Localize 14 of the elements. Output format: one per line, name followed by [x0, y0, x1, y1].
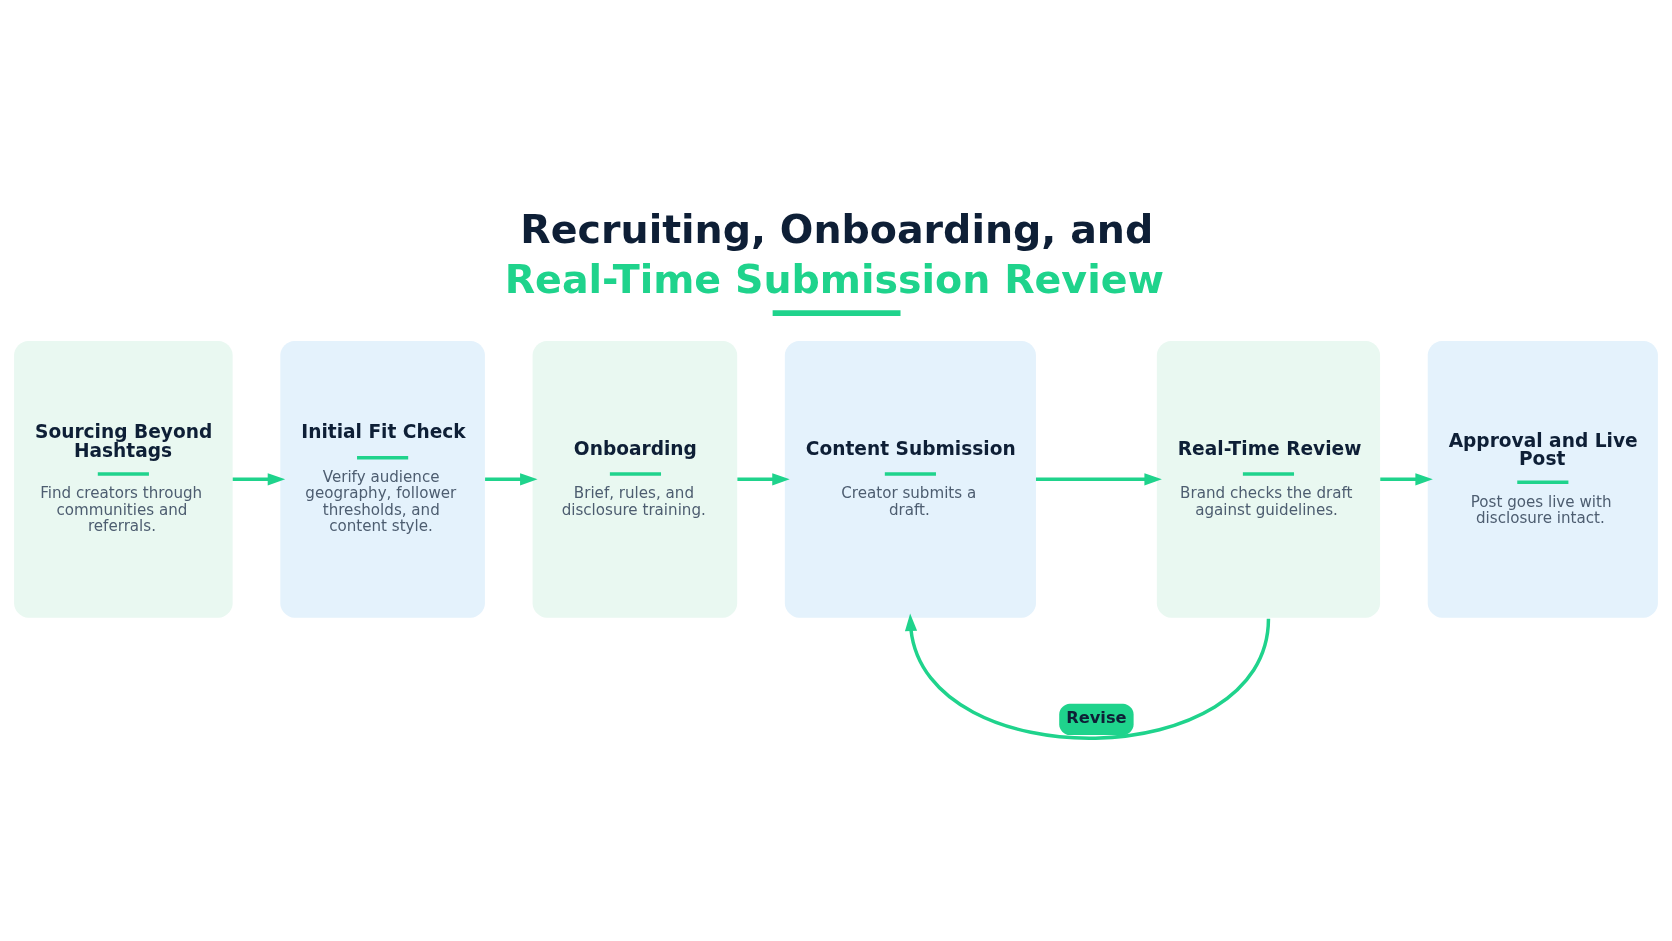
node-box: Content Submission Creator submits a draft. — [784, 341, 1036, 618]
node-box: Approval and Live Post Post goes live with disclosure intact. — [1427, 341, 1658, 618]
node-box: Onboarding Brief, rules, and disclosure training. — [532, 341, 738, 618]
diagram-title: Recruiting, Onboarding, and Real-Time Submission Review — [504, 205, 1164, 302]
arrow — [485, 473, 538, 486]
edge-label: Revise — [1066, 708, 1127, 728]
node-box: Initial Fit Check Verify audience geography, follower thresholds, and content style. — [280, 341, 485, 618]
arrow — [232, 473, 286, 486]
node-box: Sourcing Beyond Hashtags Find creators through communities and referrals. — [14, 341, 233, 618]
node-box: Real-Time Review Brand checks the draft against guidelines. — [1156, 341, 1381, 618]
arrow — [737, 473, 790, 486]
arrow — [904, 613, 1271, 740]
arrow — [1380, 473, 1433, 486]
arrow — [1036, 473, 1162, 486]
